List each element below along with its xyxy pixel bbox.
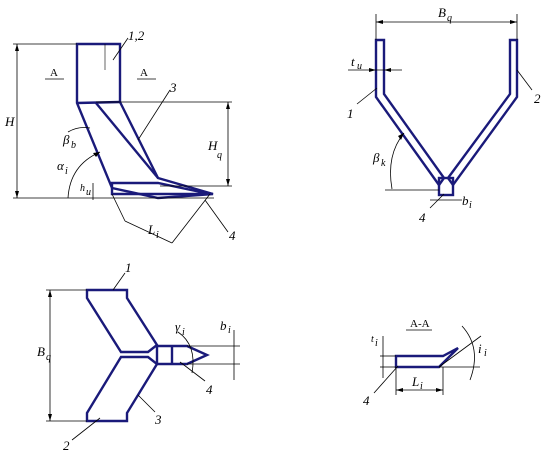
plan-leader-2 <box>71 417 101 441</box>
angle-gamma-arc <box>177 331 194 374</box>
front-view-right-wing <box>446 38 519 188</box>
section-angle-arc <box>461 325 475 381</box>
plan-leader-4 <box>179 361 206 382</box>
angle-beta-arc <box>67 127 91 133</box>
angle-beta-label: β <box>62 132 70 147</box>
angle-gamma-sub: i <box>182 327 185 338</box>
front-part-label-2: 2 <box>534 91 541 106</box>
section-angle-line <box>438 335 482 368</box>
dim-tu-label: t <box>351 54 355 69</box>
dim-tu-sub: u <box>357 61 362 72</box>
dim-Li-ext1 <box>111 193 126 222</box>
angle-gamma-label: γ <box>175 319 181 334</box>
plan-part-label-3: 3 <box>154 412 162 427</box>
angle-beta-k-label: β <box>372 150 380 165</box>
plan-lower-arm <box>85 355 159 423</box>
front-part-label-1: 1 <box>347 106 354 121</box>
section-mark-left: A <box>50 67 58 79</box>
section-dim-Li-label: L <box>411 374 419 389</box>
angle-beta-sub: b <box>71 140 76 151</box>
plan-dim-Bq-sub: q <box>46 352 51 363</box>
plan-dim-bi-label: b <box>220 318 227 333</box>
angle-beta-k-sub: k <box>381 158 386 169</box>
front-view-left-wing <box>374 38 446 188</box>
leader-1-2 <box>112 37 129 61</box>
section-dim-ti-sub: i <box>375 338 378 349</box>
dim-bi-label: b <box>462 193 469 208</box>
dim-hu-sub: u <box>86 187 91 198</box>
front-leader-1 <box>356 87 378 105</box>
angle-alpha-label: α <box>57 158 65 173</box>
dim-bi-sub: i <box>469 200 472 211</box>
part-label-3: 3 <box>169 80 177 95</box>
section-leader-4 <box>373 365 399 394</box>
front-view: B q t u 1 2 4 β k b i <box>347 5 541 225</box>
section-profile <box>394 346 459 369</box>
section-title: A-A <box>410 318 430 330</box>
dim-Li-label: L <box>147 222 155 237</box>
angle-beta-k-arc <box>390 132 405 190</box>
dim-Li-ext2 <box>171 193 211 244</box>
section-angle-label: i <box>478 341 482 356</box>
dim-Bq-label: B <box>438 5 446 20</box>
section-mark-right: A <box>140 67 148 79</box>
section-dim-Li-sub: i <box>420 381 423 392</box>
side-view: H H q h u A A β b α i L i 1,2 3 4 <box>4 28 236 244</box>
side-view-leg-edge <box>95 102 159 179</box>
angle-alpha-sub: i <box>65 166 68 177</box>
dim-Li-sub: i <box>156 230 159 241</box>
plan-leader-3 <box>137 394 156 413</box>
leader-3 <box>137 89 171 141</box>
front-view-tip <box>437 176 455 197</box>
part-label-4: 4 <box>229 228 236 243</box>
front-leader-4 <box>429 193 445 209</box>
section-view: A-A t i i i L i 4 <box>363 318 487 408</box>
plan-dim-bi-sub: i <box>228 325 231 336</box>
dim-Hq-sub: q <box>217 150 222 161</box>
dim-Hq-label: H <box>207 138 218 153</box>
section-part-label-4: 4 <box>363 393 370 408</box>
dim-Bq-sub: q <box>447 13 452 24</box>
plan-part-label-2: 2 <box>63 438 70 453</box>
part-label-1-2: 1,2 <box>128 28 145 43</box>
front-part-label-4: 4 <box>419 210 426 225</box>
front-leader-2 <box>516 69 533 91</box>
plan-dim-Bq-label: B <box>37 344 45 359</box>
plan-leader-1 <box>112 272 126 291</box>
leader-4 <box>204 199 229 233</box>
dim-H-label: H <box>4 114 15 129</box>
plan-part-label-4: 4 <box>206 382 213 397</box>
dim-Li-line <box>124 220 173 244</box>
dim-hu-label: h <box>80 183 85 194</box>
plan-part-label-1: 1 <box>125 260 132 275</box>
section-dim-ti-label: t <box>371 334 374 345</box>
plan-upper-arm <box>85 288 159 354</box>
section-angle-sub: i <box>484 348 487 359</box>
plan-view: B q b i γ i 1 2 3 4 <box>37 260 240 453</box>
plan-tip <box>155 344 210 366</box>
side-view-stand <box>75 42 214 200</box>
